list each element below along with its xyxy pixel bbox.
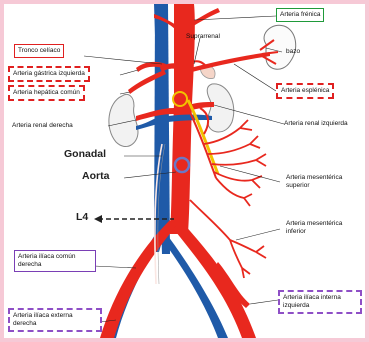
left-kidney (207, 84, 234, 132)
label-suprarrenal: Suprarrenal (186, 33, 220, 41)
inf-mesenteric (190, 200, 266, 278)
diagram-frame: Arteria frénica Suprarrenal Tronco celía… (4, 4, 365, 338)
label-gonadal: Gonadal (64, 150, 106, 158)
label-l4: L4 (76, 213, 88, 221)
label-arteria-renal-izquierda: Arteria renal izquierda (284, 120, 348, 128)
label-aorta: Aorta (82, 172, 109, 180)
l4-arrowhead (94, 215, 102, 223)
label-arteria-iliaca-externa-derecha: Arteria ilíaca externa derecha (8, 308, 102, 332)
label-tronco-celiaco: Tronco celíaco (14, 44, 64, 58)
label-arteria-hepatica-comun: Arteria hepática común (8, 85, 85, 101)
label-arteria-mesenterica-inferior: Arteria mesentérica inferior (286, 220, 356, 236)
label-arteria-frenica: Arteria frénica (276, 8, 324, 22)
label-arteria-esplenica: Arteria esplénica (276, 83, 334, 99)
label-arteria-mesenterica-superior: Arteria mesentérica superior (286, 174, 358, 190)
label-arteria-iliaca-interna-izquierda: Arteria ilíaca interna izquierda (278, 290, 362, 314)
label-bazo: bazo (286, 48, 300, 56)
label-arteria-renal-derecha: Arteria renal derecha (12, 122, 73, 130)
label-arteria-gastrica-izquierda: Arteria gástrica izquierda (8, 66, 90, 82)
label-arteria-iliaca-comun-derecha: Arteria ilíaca común derecha (14, 250, 96, 272)
